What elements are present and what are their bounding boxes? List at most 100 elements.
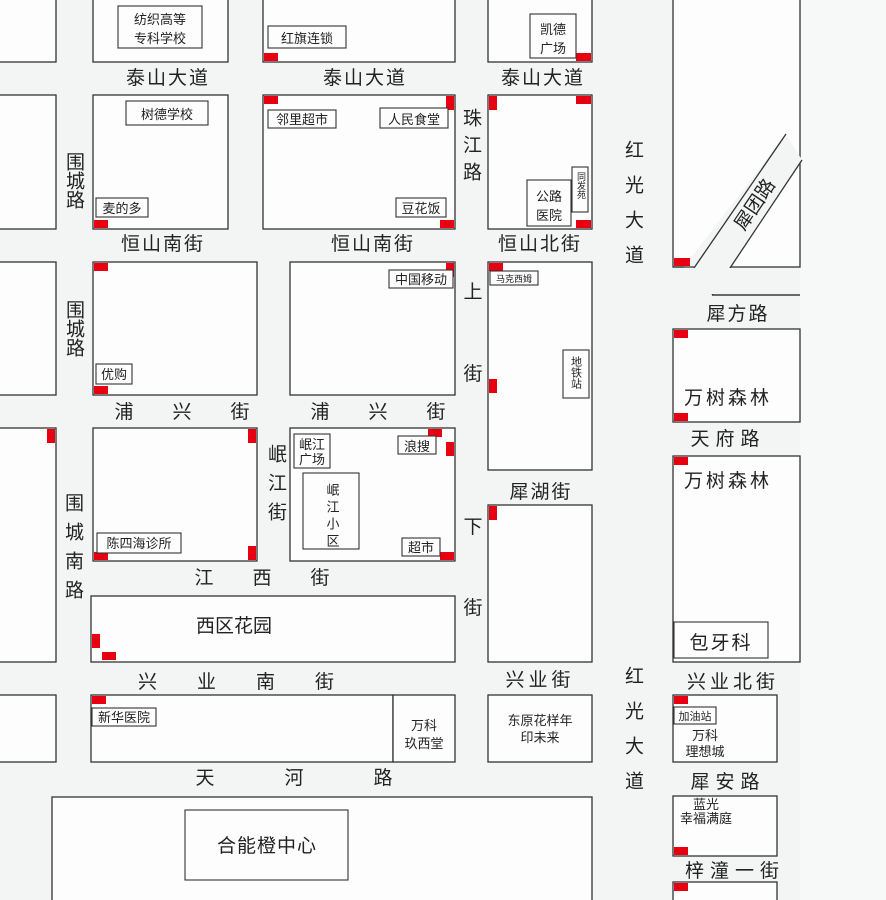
poi-box-youguo [95,363,133,385]
street-hongguang-2: 红光大道 [622,666,644,806]
street-hengshan-nan-1: 恒山南街 [121,233,205,255]
poi-douhuafan: 豆花饭 [401,201,440,217]
xifang-road-surface [674,268,800,294]
street-puxing-pu-1: 浦 [114,401,133,423]
marker-huayuan-2 [102,652,116,660]
block-zitong [672,881,778,900]
block-languang [672,795,778,857]
street-xingye-bei: 兴业北街 [687,671,779,693]
poi-wanke-jxt-line2: 玖西堂 [404,736,443,752]
poi-chaoshi: 超市 [408,540,434,556]
poi-box-hongqi [267,25,347,49]
map-right-margin [800,0,886,900]
street-puxing-jie-1: 街 [230,401,249,423]
poi-wanke-lxc-line1: 万科 [692,729,718,744]
poi-xihuayuan: 西区花园 [196,615,272,637]
marker-xihu [489,506,497,520]
poi-languang-line1: 蓝光 [693,798,719,813]
marker-wanshu-2 [674,457,688,465]
poi-xinhua: 新华医院 [98,710,150,726]
street-shangjie-jie: 街 [463,363,482,385]
marker-kaide [576,53,591,61]
xituan-road-surface [680,134,802,296]
marker-tongfa [576,220,591,228]
street-tianhe-lu: 路 [373,767,392,789]
poi-langsou: 浪搜 [404,440,430,455]
marker-makexi [489,263,503,271]
marker-linli [264,96,278,104]
poi-linli: 邻里超市 [276,112,328,128]
block-dongyuan [487,694,593,763]
poi-makexi: 马克西姆 [496,273,532,285]
poi-hongqi: 红旗连锁 [281,31,333,47]
street-xiajie-jie: 街 [463,597,482,619]
poi-ditie: 地铁站 [570,356,583,390]
poi-dongyuan-line1: 东原花样年 [507,713,572,729]
street-xiajie-xia: 下 [463,516,482,538]
street-puxing-jie-2: 街 [426,401,445,423]
block-wanshu-1 [672,328,801,423]
poi-minjiang-xq: 岷江小区 [324,483,340,551]
block-r3-west [0,261,57,396]
poi-boxes [91,5,769,881]
street-tianfu: 天府路 [690,428,765,450]
marker-chensihai-se [248,546,256,560]
block-r1-west [0,0,57,63]
street-weicheng-1: 围城路 [63,152,85,209]
poi-wanke-lxc-line2: 理想城 [685,744,724,760]
street-hongguang-1: 红光大道 [622,140,644,280]
marker-xifang [674,330,688,338]
poi-kaide-line2: 广场 [540,42,566,57]
marker-languang [674,847,688,855]
poi-box-yidong [388,269,454,289]
street-labels: 泰山大道 泰山大道 泰山大道 恒山南街 恒山南街 恒山北街 围城路 围城路 围城… [62,67,785,882]
poi-box-makexi [489,270,539,286]
street-puxing-xing-2: 兴 [368,401,387,423]
poi-box-kaide [529,13,577,59]
poi-wanshu-2: 万树森林 [684,470,772,492]
marker-huayuan-1 [92,634,100,648]
marker-maideduo [94,220,108,228]
poi-chensihai: 陈四海诊所 [106,536,171,552]
poi-dongyuan-line2: 印未来 [520,731,559,746]
street-jiangxi-xi: 西 [252,567,271,589]
poi-baoyake: 包牙科 [689,632,752,654]
poi-box-chaoshi [401,537,441,557]
marker-youguo-n [94,263,108,271]
poi-box-tongfa [571,166,589,213]
marker-chensihai-ne [248,429,256,443]
marker-jiayouzhan [674,696,688,704]
poi-fangzhi-line1: 纺织高等 [134,12,186,28]
street-hengshan-bei: 恒山北街 [498,233,582,255]
poi-box-minjiang-xq [302,472,360,550]
street-jiangxi-jiang: 江 [194,567,213,589]
marker-hongqi [264,53,278,61]
block-xinhua [90,694,394,763]
poi-gonglu-line1: 公路 [536,189,562,205]
block-xiqu-huayuan [90,595,456,663]
street-zitong: 梓潼一街 [685,860,785,882]
street-minjiang: 岷江街 [265,444,287,531]
marker-renmin [446,96,454,110]
marker-chaoshi [440,552,454,560]
block-jiuxitang [392,694,456,763]
street-hengshan-nan-2: 恒山南街 [331,233,415,255]
street-taishan-1: 泰山大道 [126,67,210,89]
street-xihu: 犀湖街 [509,481,572,503]
poi-gonglu-line2: 医院 [536,209,562,224]
street-tianhe-tian: 天 [195,767,214,789]
poi-box-ditie [562,349,590,399]
poi-box-gonglu [526,179,572,227]
poi-maideduo: 麦的多 [102,201,141,217]
street-jiangxi-jie: 街 [310,567,329,589]
marker-youguo [94,386,108,394]
street-xingye-nan: 兴业南街 [138,671,374,693]
poi-languang-line2: 幸福满庭 [680,811,732,827]
poi-box-maideduo [95,197,149,218]
poi-minjiang-gc-line2: 广场 [299,453,325,468]
poi-wanshu-1: 万树森林 [684,387,772,409]
poi-box-langsou [397,435,437,455]
poi-box-renmin [379,107,449,129]
marker-xituan [674,258,690,266]
marker-zhujiang-nw [489,96,497,110]
